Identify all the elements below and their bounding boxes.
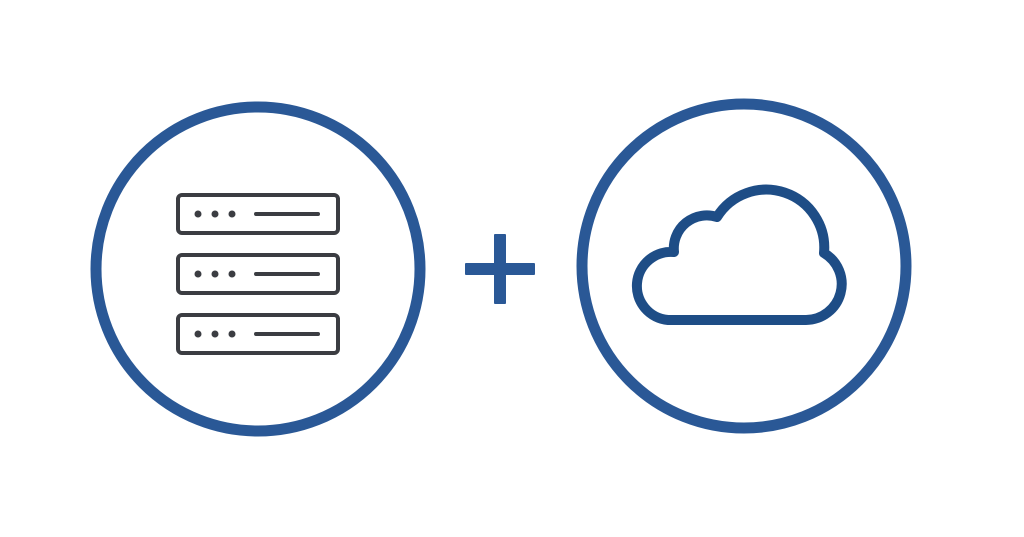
- plus-icon: [465, 234, 535, 304]
- server-unit-2: [176, 253, 340, 295]
- server-ring: [90, 101, 426, 437]
- server-unit-1: [176, 193, 340, 235]
- cloud-badge: [576, 98, 912, 434]
- cloud-ring: [576, 98, 912, 434]
- cloud-icon: [631, 184, 847, 325]
- server-unit-3: [176, 313, 340, 355]
- server-badge: [90, 101, 426, 437]
- server-rack-icon: [176, 193, 340, 355]
